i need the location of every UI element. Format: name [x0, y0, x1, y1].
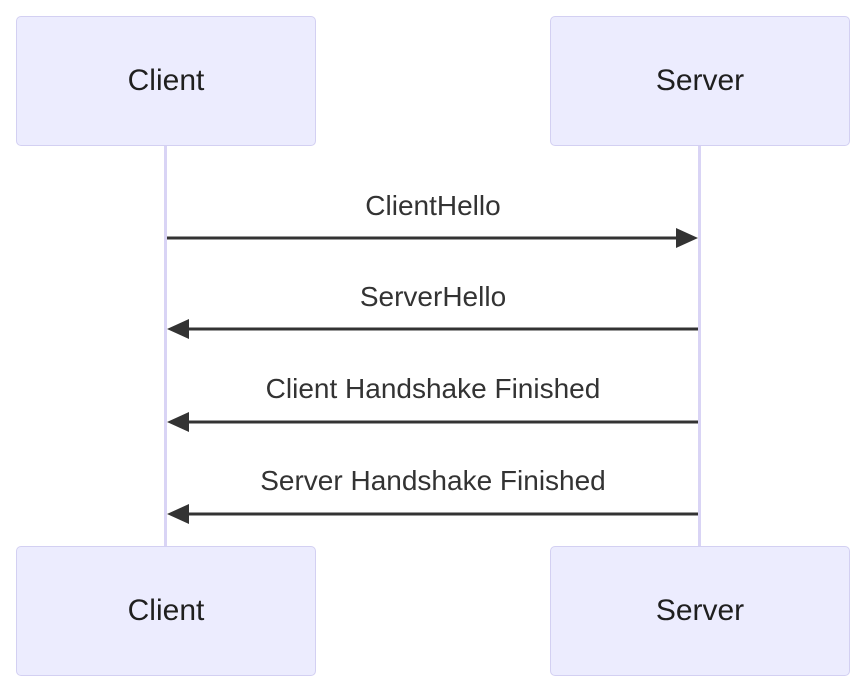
arrowhead-left-icon [167, 319, 189, 339]
message-label-server-hello: ServerHello [359, 281, 507, 312]
server-actor-top: Server [550, 16, 850, 146]
client-actor-bottom: Client [16, 546, 316, 676]
message-arrow-server-handshake-finished [167, 504, 698, 524]
message-arrow-client-handshake-finished [167, 412, 698, 432]
message-arrow-client-hello [167, 228, 698, 248]
message-label-client-handshake-finished: Client Handshake Finished [265, 373, 601, 404]
arrowhead-right-icon [676, 228, 698, 248]
client-lifeline [164, 146, 167, 546]
arrowhead-left-icon [167, 504, 189, 524]
message-label-client-hello: ClientHello [365, 190, 501, 221]
client-actor-top: Client [16, 16, 316, 146]
server-lifeline [698, 146, 701, 546]
message-label-server-handshake-finished: Server Handshake Finished [260, 465, 606, 496]
client-actor-bottom-label: Client [127, 594, 205, 627]
client-actor-top-label: Client [127, 64, 205, 97]
server-actor-top-label: Server [655, 64, 745, 97]
server-actor-bottom-label: Server [655, 594, 745, 627]
arrowhead-left-icon [167, 412, 189, 432]
server-actor-bottom: Server [550, 546, 850, 676]
message-arrow-server-hello [167, 319, 698, 339]
